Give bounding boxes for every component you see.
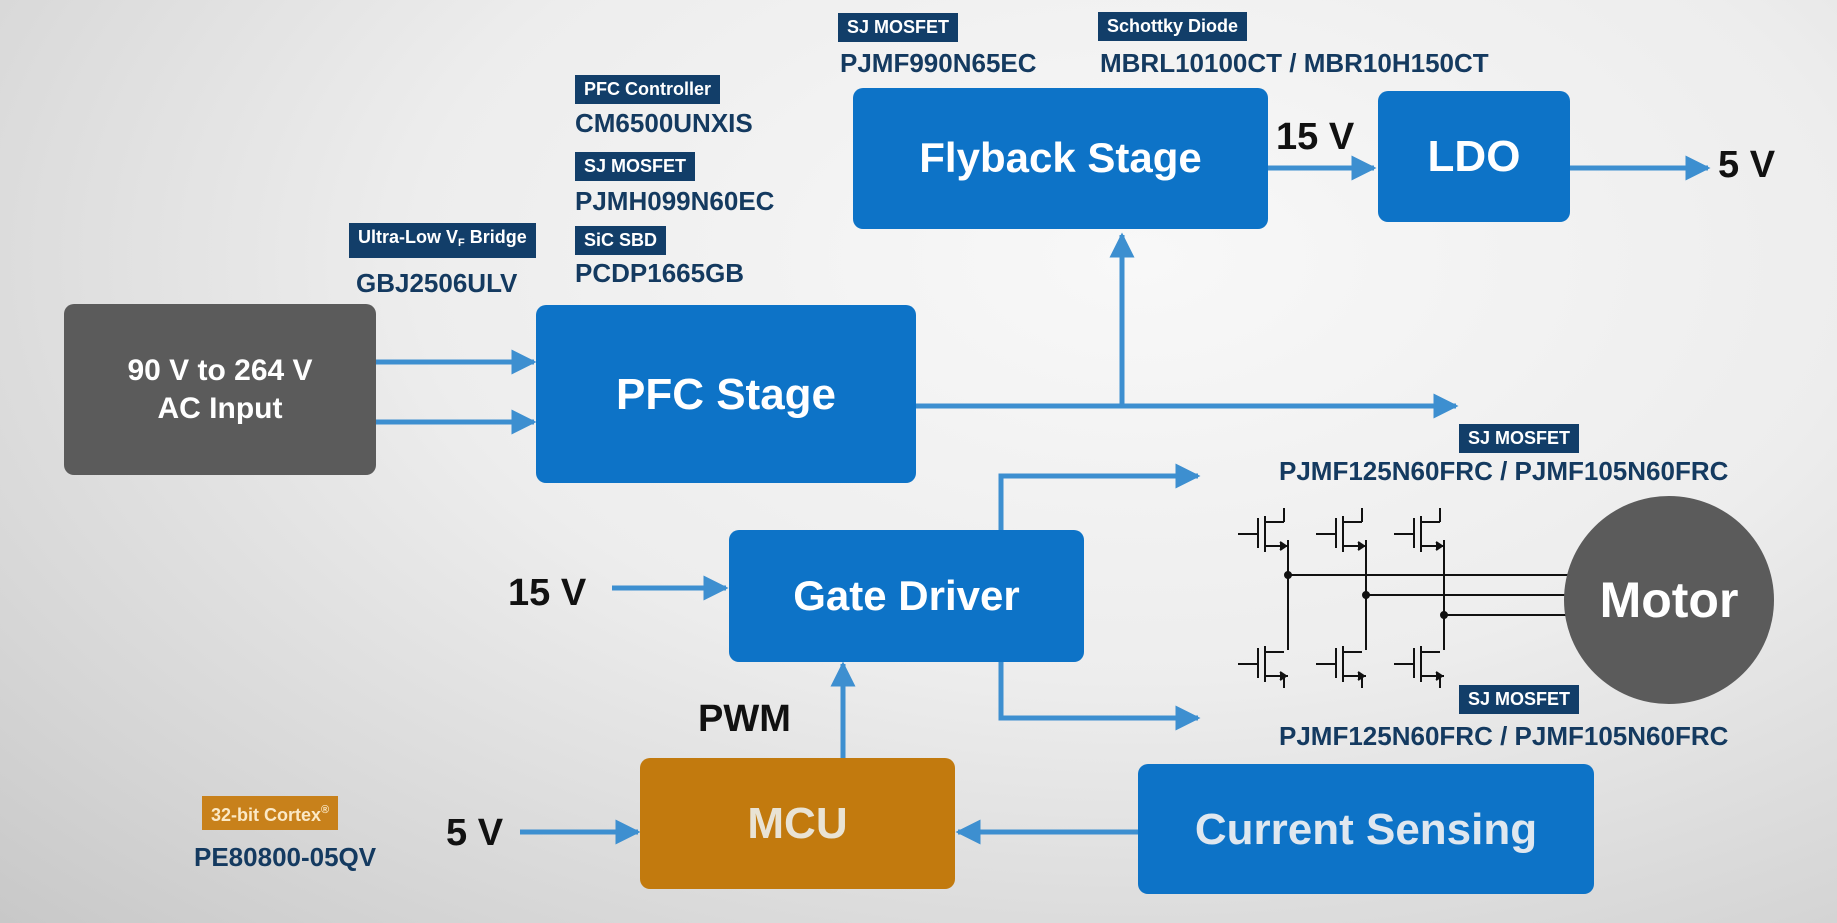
flyback-mosfet-part: PJMF990N65EC — [840, 48, 1037, 78]
mosfet-low-1 — [1238, 646, 1288, 688]
gate-driver-in-voltage: 15 V — [508, 572, 587, 614]
flyback-out-voltage: 15 V — [1276, 116, 1355, 158]
inverter-low-tag: SJ MOSFET — [1459, 685, 1580, 714]
sic-sbd-tag: SiC SBD — [575, 226, 667, 255]
mosfet-low-3 — [1394, 646, 1444, 688]
pfc-mosfet-part: PJMH099N60EC — [575, 186, 775, 216]
flyback-stage-block: Flyback Stage — [853, 88, 1268, 229]
flyback-mosfet-tag: SJ MOSFET — [838, 13, 959, 42]
inverter-high-part: PJMF125N60FRC / PJMF105N60FRC — [1279, 456, 1729, 486]
mcu-in-voltage: 5 V — [446, 812, 504, 854]
pfc-stage-block: PFC Stage — [536, 305, 916, 483]
inverter-low-part: PJMF125N60FRC / PJMF105N60FRC — [1279, 721, 1729, 751]
mcu-part: PE80800-05QV — [194, 842, 377, 872]
bridge-part: GBJ2506ULV — [356, 268, 518, 298]
pfc-controller-tag: PFC Controller — [575, 75, 721, 104]
mosfet-low-2 — [1316, 646, 1366, 688]
sic-sbd-part: PCDP1665GB — [575, 258, 745, 288]
arrow-gate-driver-low — [998, 662, 1201, 731]
mosfet-high-3 — [1394, 508, 1444, 552]
gate-driver-block: Gate Driver — [729, 530, 1084, 662]
mosfet-high-1 — [1238, 508, 1288, 552]
pfc-mosfet-tag: SJ MOSFET — [575, 152, 696, 181]
pwm-label: PWM — [698, 698, 791, 740]
mcu-tag: 32-bit Cortex® — [202, 796, 339, 830]
mcu-block: MCU — [640, 758, 955, 889]
ac-input-block: 90 V to 264 V AC Input — [64, 304, 376, 475]
schottky-tag: Schottky Diode — [1098, 12, 1248, 41]
bridge-tag: Ultra-Low VF Bridge — [349, 223, 536, 258]
arrow-gate-driver-high — [998, 463, 1201, 530]
mosfet-high-2 — [1316, 508, 1366, 552]
motor-block: Motor — [1564, 496, 1774, 704]
inverter-high-tag: SJ MOSFET — [1459, 424, 1580, 453]
current-sensing-block: Current Sensing — [1138, 764, 1594, 894]
pfc-controller-part: CM6500UNXIS — [575, 108, 753, 138]
schottky-part: MBRL10100CT / MBR10H150CT — [1100, 48, 1489, 78]
inverter-bridge — [1284, 540, 1570, 650]
ldo-block: LDO — [1378, 91, 1570, 222]
ldo-out-voltage: 5 V — [1718, 144, 1776, 186]
